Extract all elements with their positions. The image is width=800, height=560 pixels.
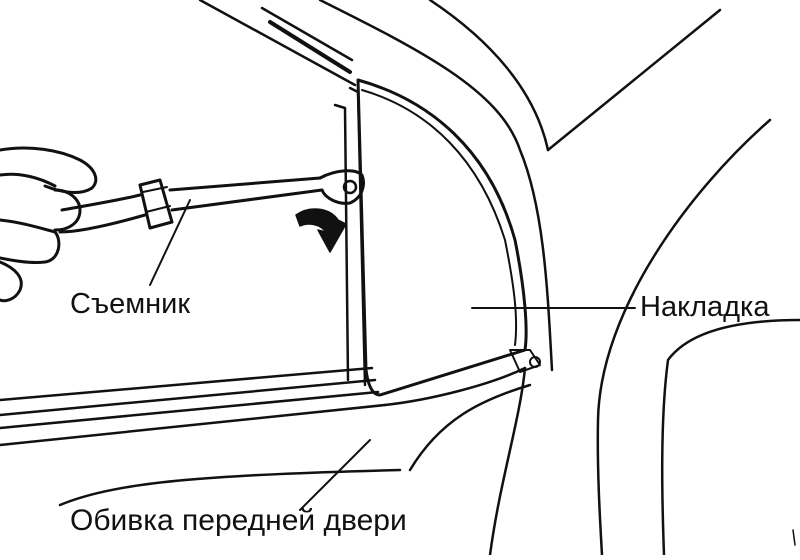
trim-panel bbox=[356, 78, 541, 397]
leader-lines bbox=[149, 199, 636, 511]
puller-tool bbox=[138, 169, 365, 230]
window-frame bbox=[198, 0, 722, 372]
hand bbox=[0, 146, 147, 303]
body-contours bbox=[596, 118, 800, 557]
leader-tool bbox=[149, 199, 191, 286]
leader-trim bbox=[299, 439, 371, 511]
label-trim-panel: Накладка bbox=[640, 291, 770, 323]
label-puller: Съемник bbox=[70, 288, 191, 320]
belt-line-molding bbox=[0, 366, 387, 447]
door-trim-lines bbox=[58, 366, 532, 557]
label-front-door-trim: Обивка передней двери bbox=[70, 504, 407, 537]
pry-direction-arrow bbox=[295, 208, 347, 253]
